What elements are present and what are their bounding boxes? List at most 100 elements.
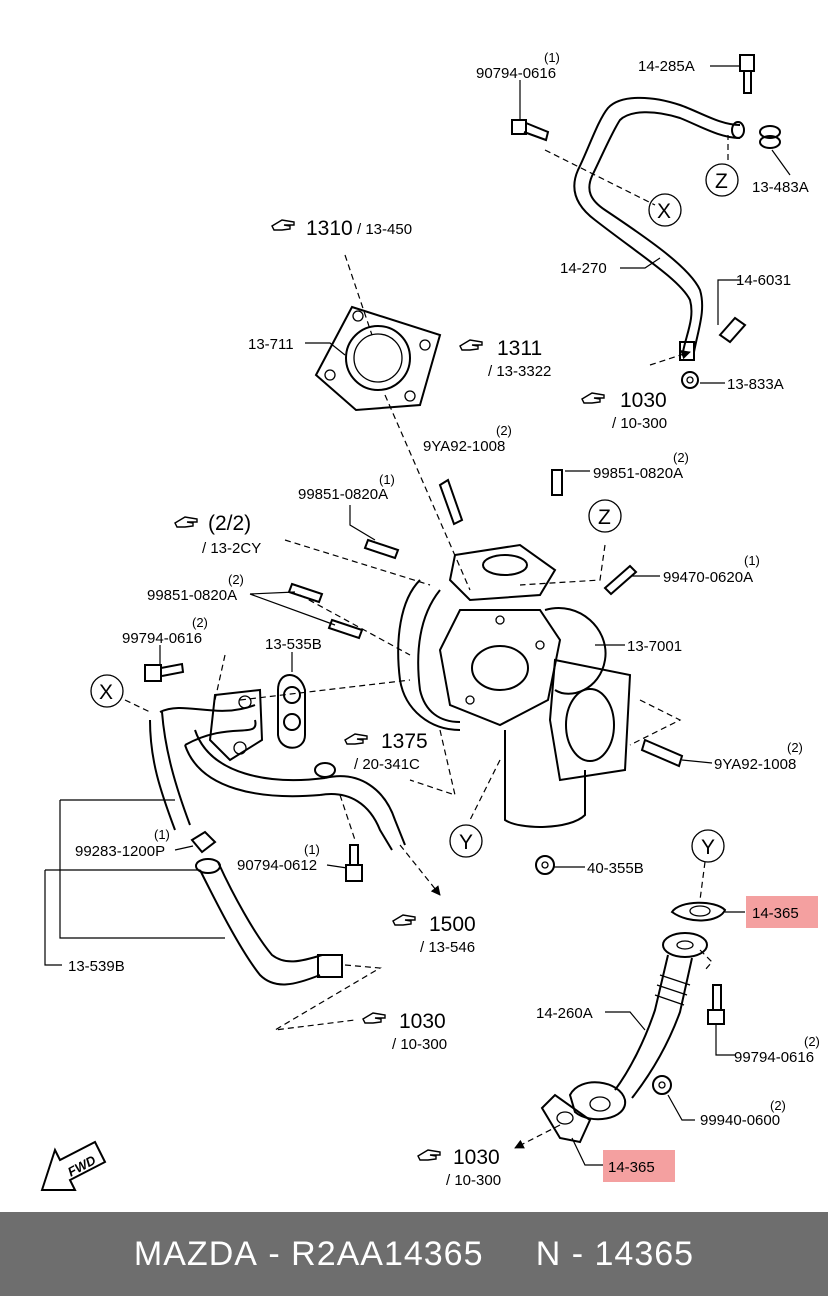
part-labels: (1) 90794-0616 14-285A Z 13-483A X 1310 … — [68, 50, 820, 1189]
separator: - — [257, 1234, 292, 1273]
highlight-14-365-lower — [603, 1150, 675, 1182]
reference-hand-icon — [362, 1012, 386, 1024]
reference-hand-icon — [271, 219, 295, 231]
label-ref: / 13-450 — [357, 221, 412, 238]
label-part: 13-7001 — [627, 638, 682, 655]
label-qty: (1) — [154, 827, 170, 842]
label-callout: X — [99, 681, 113, 704]
stud-9YA92-1008-top — [438, 478, 464, 526]
part-number: R2AA14365 — [291, 1234, 484, 1273]
label-part: 14-285A — [638, 58, 695, 75]
gasket-14-365-lower — [540, 1093, 592, 1144]
label-ref: 1310 — [306, 217, 353, 240]
hose-clamp-99283-1200P — [190, 830, 217, 854]
label-part-highlighted: 14-365 — [752, 905, 799, 922]
label-qty: (2) — [192, 615, 208, 630]
nut-40-355B — [535, 855, 555, 875]
hose-13-539B — [195, 858, 343, 986]
gasket-14-365-upper — [670, 901, 727, 922]
label-part-highlighted: 14-365 — [608, 1159, 655, 1176]
bolt-90794-0616-top — [511, 119, 550, 142]
label-qty: (1) — [744, 553, 760, 568]
brand-name: MAZDA — [133, 1234, 258, 1273]
reference-hand-icon — [392, 914, 416, 926]
stud-99851-0820A-mid — [363, 538, 400, 560]
reference-hand-icon — [344, 733, 368, 745]
label-callout: X — [657, 200, 671, 223]
stud-9YA92-1008-right — [640, 738, 684, 768]
label-part: 40-355B — [587, 860, 644, 877]
spacer — [484, 1235, 536, 1274]
gasket-13-711 — [314, 305, 442, 412]
label-ref: 1030 — [453, 1146, 500, 1169]
label-ref: / 10-300 — [612, 415, 667, 432]
callout-circles — [90, 163, 739, 863]
label-ref: / 13-546 — [420, 939, 475, 956]
label-part: 14-270 — [560, 260, 607, 277]
label-part: 13-535B — [265, 636, 322, 653]
label-callout: Z — [715, 170, 728, 193]
label-part: 9YA92-1008 — [714, 756, 796, 773]
gasket-13-535B — [277, 674, 306, 749]
bolt-14-6031 — [718, 316, 747, 344]
label-part: 13-483A — [752, 179, 809, 196]
diagram-number: N - 14365 — [535, 1234, 695, 1273]
label-qty: (2) — [787, 740, 803, 755]
label-part: 14-260A — [536, 1005, 593, 1022]
bolt-99794-0616-right — [707, 984, 725, 1025]
label-part: 99470-0620A — [663, 569, 753, 586]
label-qty: (2) — [673, 450, 689, 465]
fwd-arrow-icon: FWD — [40, 1140, 107, 1191]
reference-hand-icon — [174, 516, 198, 528]
label-ref: 1500 — [429, 913, 476, 936]
banjo-bolt-14-285A — [731, 54, 755, 139]
label-part: 13-539B — [68, 958, 125, 975]
label-part: 90794-0612 — [237, 857, 317, 874]
label-ref: / 20-341C — [354, 756, 420, 773]
reference-hand-icon — [581, 392, 605, 404]
label-part: 99851-0820A — [147, 587, 237, 604]
label-part: 14-6031 — [736, 272, 791, 289]
label-part: 99851-0820A — [593, 465, 683, 482]
oil-feed-pipe-14-270 — [573, 96, 741, 361]
label-qty: (2) — [770, 1098, 786, 1113]
nut-99940-0600 — [652, 1075, 672, 1095]
label-qty: (1) — [544, 50, 560, 65]
part-number-banner: MAZDA - R2AA14365 N - 14365 — [0, 1212, 828, 1296]
label-qty: (2) — [228, 572, 244, 587]
label-qty: (1) — [379, 472, 395, 487]
stud-99470-0620A — [603, 564, 638, 596]
label-callout: Y — [701, 836, 715, 859]
bolt-99794-0616-left — [144, 662, 185, 682]
label-part: 13-833A — [727, 376, 784, 393]
pipe-14-260A — [568, 932, 708, 1121]
parts-diagram: FWD (1) 90794-0616 14-285A Z 13-483A X 1… — [40, 50, 820, 1191]
washers-13-483A — [759, 125, 781, 149]
label-ref: / 10-300 — [392, 1036, 447, 1053]
label-part: 99794-0616 — [122, 630, 202, 647]
label-ref: / 13-3322 — [488, 363, 551, 380]
label-part: 99283-1200P — [75, 843, 165, 860]
label-callout: Z — [598, 506, 611, 529]
label-qty: (2) — [496, 423, 512, 438]
label-part: 90794-0616 — [476, 65, 556, 82]
stud-99851-0820A-right — [551, 469, 563, 496]
nut-13-833A — [681, 371, 699, 389]
label-part: 9YA92-1008 — [423, 438, 505, 455]
label-ref: 1030 — [620, 389, 667, 412]
label-qty: (1) — [304, 842, 320, 857]
turbocharger-13-7001 — [397, 543, 632, 828]
studs-99851-0820A-left — [287, 582, 364, 640]
label-part: 99794-0616 — [734, 1049, 814, 1066]
highlight-14-365-upper — [746, 896, 818, 928]
label-part: 99851-0820A — [298, 486, 388, 503]
bolt-90794-0612 — [345, 844, 363, 882]
label-callout: Y — [459, 831, 473, 854]
label-part: 99940-0600 — [700, 1112, 780, 1129]
guide-lines — [124, 135, 729, 1149]
label-ref: 1030 — [399, 1010, 446, 1033]
reference-hand-icon — [459, 339, 483, 351]
label-qty: (2) — [804, 1034, 820, 1049]
water-pipe-left — [149, 688, 406, 851]
label-ref: 1311 — [497, 337, 542, 360]
